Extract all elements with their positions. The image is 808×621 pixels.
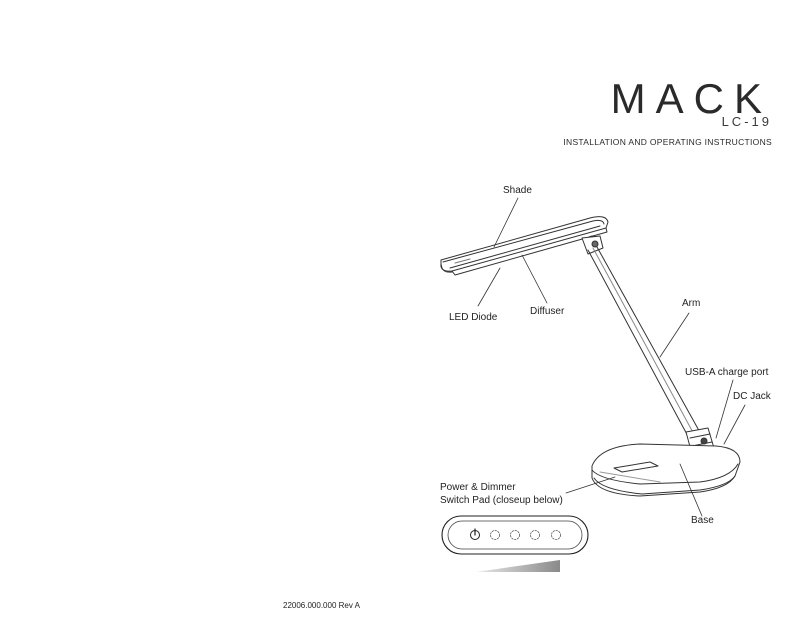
lamp-base bbox=[591, 443, 741, 497]
shade-leader bbox=[493, 197, 519, 248]
leader-lines bbox=[477, 197, 746, 517]
brand-title: MACK bbox=[610, 75, 772, 122]
document-subtitle: INSTALLATION AND OPERATING INSTRUCTIONS bbox=[563, 137, 772, 147]
model-number: LC-19 bbox=[721, 114, 772, 129]
base-leader bbox=[679, 463, 703, 517]
label-dc-jack: DC Jack bbox=[733, 391, 771, 402]
part-number: 22006.000.000 Rev A bbox=[283, 601, 360, 610]
switch-pad-closeup bbox=[441, 515, 589, 555]
label-switch-pad: Power & Dimmer Switch Pad (closeup below… bbox=[440, 482, 563, 507]
label-base: Base bbox=[691, 515, 714, 526]
diffuser-leader bbox=[521, 254, 548, 304]
usb-port-leader bbox=[715, 379, 734, 439]
top-joint bbox=[581, 235, 604, 255]
dimmer-level-2-icon[interactable] bbox=[510, 530, 520, 540]
switch-pad-leader bbox=[565, 476, 616, 494]
label-diffuser: Diffuser bbox=[530, 306, 565, 317]
label-led-diode: LED Diode bbox=[449, 312, 498, 323]
lamp-shade bbox=[440, 216, 609, 276]
label-shade: Shade bbox=[503, 185, 532, 196]
dimming-gradient-wedge bbox=[476, 560, 560, 572]
lamp-arm bbox=[587, 246, 703, 441]
label-usb-port: USB-A charge port bbox=[685, 367, 769, 378]
dimmer-level-4-icon[interactable] bbox=[551, 530, 561, 540]
arm-leader bbox=[659, 312, 690, 358]
dimmer-level-1-icon[interactable] bbox=[490, 530, 500, 540]
power-icon[interactable] bbox=[470, 528, 480, 540]
led-diode-leader bbox=[477, 267, 501, 307]
label-switch-pad-line1: Power & Dimmer bbox=[440, 482, 516, 493]
dimmer-level-3-icon[interactable] bbox=[530, 530, 540, 540]
label-switch-pad-line2: Switch Pad (closeup below) bbox=[440, 494, 563, 506]
dc-jack-leader bbox=[723, 404, 746, 445]
label-arm: Arm bbox=[682, 298, 701, 309]
